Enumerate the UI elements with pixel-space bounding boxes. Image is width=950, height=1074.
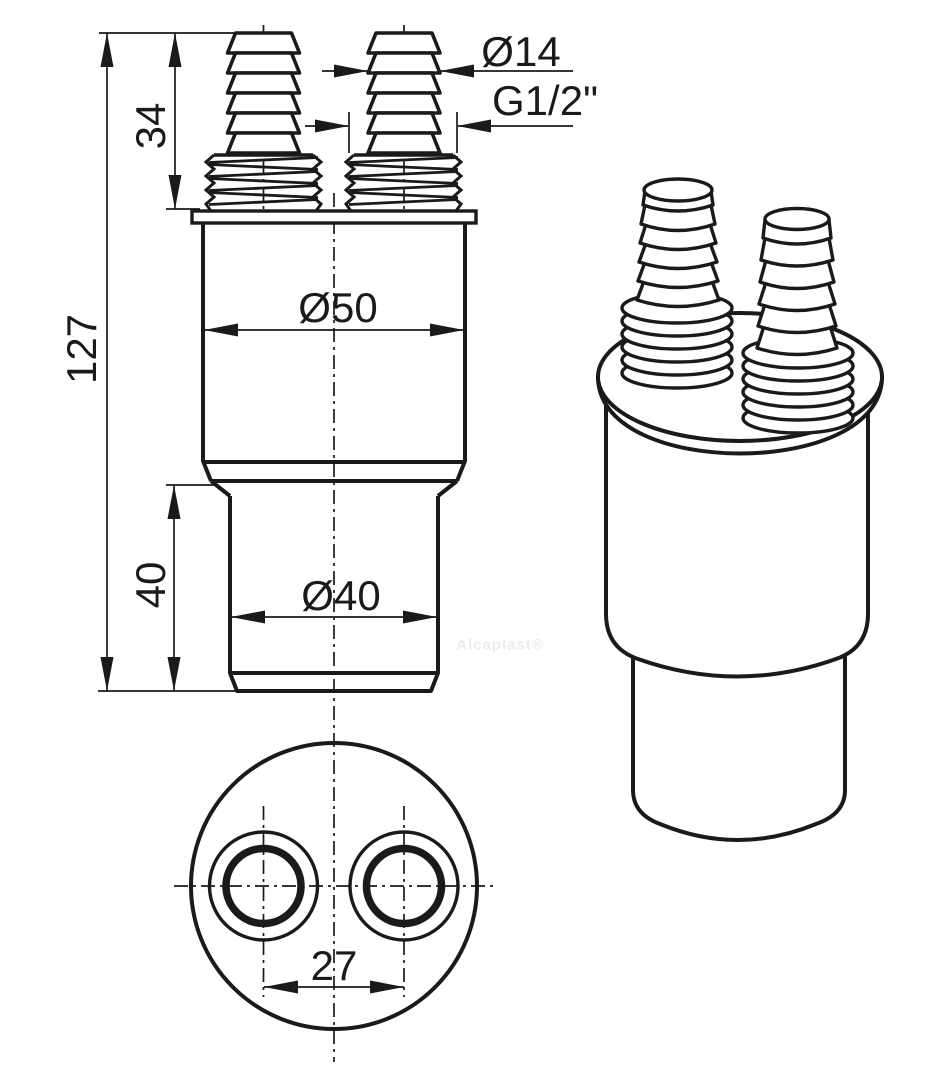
dimension-annotations — [98, 32, 573, 994]
dim-label-barb-diameter: Ø14 — [481, 28, 561, 75]
bottom-view — [189, 741, 479, 1031]
bottom-view-left-port-inner — [222, 844, 305, 928]
centerlines — [174, 25, 493, 1062]
persp-main-body — [604, 398, 870, 679]
bottom-view-outer-circle — [189, 741, 479, 1031]
perspective-view — [595, 177, 885, 842]
dim-label-thread-size: G1/2" — [492, 77, 598, 124]
front-right-thread — [343, 153, 464, 212]
front-main-body — [201, 223, 467, 498]
persp-right-hose-barb — [755, 206, 839, 357]
watermark: Alcaplast® — [456, 636, 544, 654]
persp-left-thread — [620, 291, 734, 390]
dim-label-inlet-height: 34 — [127, 102, 174, 150]
dim-label-outlet-height: 40 — [127, 561, 174, 609]
bottom-view-right-port-inner — [362, 844, 446, 928]
extension-lines — [98, 32, 458, 692]
dim-label-outlet-diameter: Ø40 — [301, 572, 381, 619]
dim-label-total-height: 127 — [58, 313, 105, 385]
persp-left-hose-barb — [635, 177, 721, 309]
front-left-thread — [203, 153, 324, 212]
front-left-hose-barb — [225, 31, 302, 155]
persp-outlet-pipe — [631, 646, 847, 842]
dimension-arrowheads — [100, 33, 491, 994]
front-view — [190, 31, 478, 693]
front-flange-plate — [190, 209, 478, 225]
front-outlet-pipe — [228, 496, 440, 693]
bottom-view-left-port-outer — [207, 830, 320, 942]
dim-label-port-spacing: 27 — [310, 942, 358, 989]
front-right-hose-barb — [366, 31, 442, 155]
dim-label-body-diameter: Ø50 — [298, 284, 378, 331]
bottom-view-right-port-outer — [348, 830, 460, 942]
